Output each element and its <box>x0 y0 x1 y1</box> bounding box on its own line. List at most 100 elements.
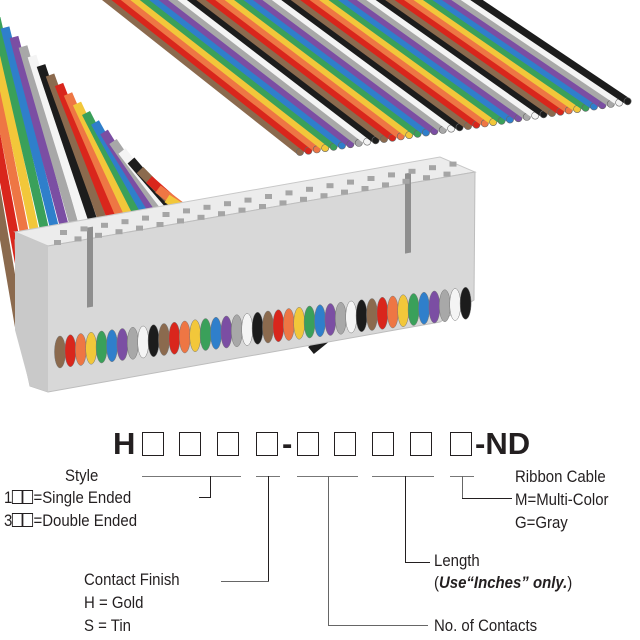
contact-hole <box>347 179 354 185</box>
contact-hole <box>60 230 67 235</box>
right-wire <box>328 0 504 124</box>
wire-end <box>387 295 399 329</box>
contact-hole <box>320 193 328 199</box>
right-wire <box>337 0 513 123</box>
wire-end <box>241 313 253 346</box>
style-box <box>179 432 201 456</box>
wire-end <box>407 293 420 326</box>
contact-finish-gold: H = Gold <box>84 593 144 612</box>
wire-end <box>428 290 441 324</box>
contact-finish-title: Contact Finish <box>84 570 180 589</box>
contact-hole <box>259 204 266 209</box>
wire-end <box>439 289 451 322</box>
wire-end <box>293 307 305 340</box>
style-option-single: 1=Single Ended <box>4 488 132 507</box>
right-wire <box>243 0 429 136</box>
right-wire <box>366 0 538 119</box>
contact-hole <box>203 204 211 210</box>
ribbon-title: Ribbon Cable <box>515 467 606 486</box>
style-box <box>217 432 239 456</box>
style-option-double: 3=Double Ended <box>4 511 138 530</box>
left-wire <box>0 186 25 331</box>
contact-hole <box>74 236 82 242</box>
contact-hole <box>367 176 375 181</box>
right-wire <box>394 0 563 115</box>
wire-end <box>231 314 243 347</box>
right-wire <box>224 0 412 138</box>
right-wire <box>432 0 596 110</box>
right-wire <box>139 0 336 150</box>
contact-hole <box>443 171 451 177</box>
contact-hole <box>388 172 395 178</box>
wire-end <box>137 325 149 359</box>
wire-end <box>355 299 368 332</box>
right-wire <box>205 0 395 141</box>
contacts-box <box>334 432 356 456</box>
contact-hole <box>244 197 252 203</box>
ribbon-box <box>450 432 472 456</box>
wire-end <box>272 309 285 342</box>
wire-end <box>116 328 129 361</box>
contact-hole <box>361 186 369 191</box>
right-wire <box>300 0 479 128</box>
right-wire <box>102 0 303 155</box>
right-wire <box>149 0 345 149</box>
contact-hole <box>382 182 389 188</box>
right-wire <box>111 0 311 154</box>
contact-hole <box>101 222 108 228</box>
contact-hole <box>80 226 88 232</box>
right-wire <box>130 0 328 151</box>
right-wire <box>385 0 555 116</box>
wire-end <box>397 294 409 327</box>
right-wire <box>356 0 529 120</box>
contact-hole <box>142 215 149 221</box>
right-wire <box>158 0 353 147</box>
right-wire <box>290 0 471 129</box>
right-wire <box>186 0 378 144</box>
connector-latch-left <box>87 226 93 308</box>
right-wire <box>451 0 613 107</box>
wire-end <box>376 297 389 330</box>
contact-finish-tin: S = Tin <box>84 616 131 635</box>
wire-end <box>335 302 347 335</box>
right-wire <box>281 0 462 131</box>
contact-hole <box>306 186 313 192</box>
contact-hole <box>279 200 287 206</box>
contact-finish-box <box>256 432 278 456</box>
contact-hole <box>408 168 416 174</box>
wire-end <box>251 312 264 345</box>
wire-end <box>210 317 222 350</box>
contact-hole <box>265 194 272 199</box>
right-wire <box>319 0 496 125</box>
ribbon-multi-color: M=Multi-Color <box>515 490 609 509</box>
wire-end <box>623 97 632 106</box>
right-wire <box>215 0 403 140</box>
right-ribbon-cable <box>102 0 632 156</box>
wire-end <box>314 304 326 337</box>
right-wire <box>271 0 454 132</box>
contact-hole <box>326 183 334 189</box>
contact-hole <box>121 219 129 225</box>
part-number-prefix: H <box>113 426 136 461</box>
ribbon-cable-assembly-illustration <box>0 0 632 393</box>
wire-end <box>127 327 139 360</box>
length-box <box>410 432 432 456</box>
wire-end <box>366 298 378 331</box>
right-wire <box>347 0 521 122</box>
contacts-box <box>297 432 319 456</box>
wire-end <box>147 324 160 357</box>
wire-end <box>106 329 118 362</box>
style-box <box>142 432 164 456</box>
contact-hole <box>197 214 205 220</box>
wire-end <box>168 322 181 355</box>
connector-latch-right <box>405 172 411 254</box>
length-box <box>372 432 394 456</box>
wire-end <box>64 334 77 367</box>
contact-hole <box>156 222 164 227</box>
contact-hole <box>183 208 190 214</box>
right-wire <box>177 0 370 145</box>
contact-hole <box>95 232 102 238</box>
wire-ends-row <box>54 287 472 369</box>
right-wire <box>422 0 588 111</box>
wire-end <box>220 315 233 349</box>
